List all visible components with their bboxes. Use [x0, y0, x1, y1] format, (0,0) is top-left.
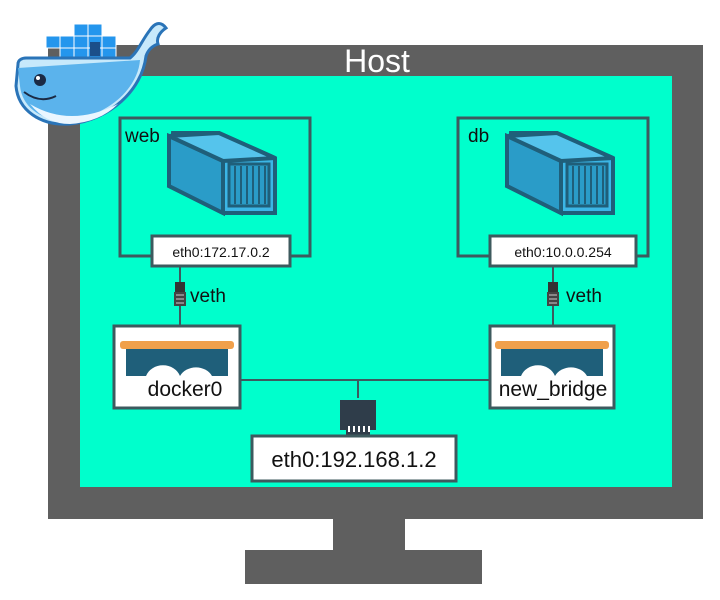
container-db[interactable]: db eth0:10.0.0.254	[456, 116, 650, 268]
host-iface-label: eth0:192.168.1.2	[271, 447, 436, 472]
container-web[interactable]: web eth0:172.17.0.2	[118, 116, 312, 268]
bridge-icon	[495, 341, 609, 376]
iface-label: eth0:10.0.0.254	[514, 244, 612, 260]
ethernet-plug-icon	[174, 282, 186, 306]
bridge-docker0[interactable]: docker0	[112, 324, 242, 410]
ethernet-plug-icon	[547, 282, 559, 306]
monitor-stand-base	[245, 550, 482, 584]
veth-label: veth	[190, 286, 226, 307]
iface-label: eth0:172.17.0.2	[172, 244, 270, 260]
host-title: Host	[344, 43, 410, 79]
host-iface[interactable]: eth0:192.168.1.2	[250, 434, 458, 483]
bridge-new_bridge[interactable]: new_bridge	[488, 324, 616, 410]
bridge-name: new_bridge	[499, 378, 608, 401]
veth-link-web: veth	[174, 266, 226, 325]
container-name: web	[124, 126, 160, 147]
container-icon	[504, 130, 615, 217]
docker-whale-icon	[14, 22, 169, 126]
veth-label: veth	[566, 286, 602, 307]
container-name: db	[468, 126, 489, 147]
bridge-name: docker0	[148, 378, 223, 401]
iface-box	[150, 234, 292, 268]
container-icon	[166, 130, 277, 217]
iface-box	[488, 234, 638, 268]
network-port-icon	[340, 400, 376, 436]
bridge-icon	[120, 341, 234, 376]
veth-link-db: veth	[547, 266, 602, 325]
